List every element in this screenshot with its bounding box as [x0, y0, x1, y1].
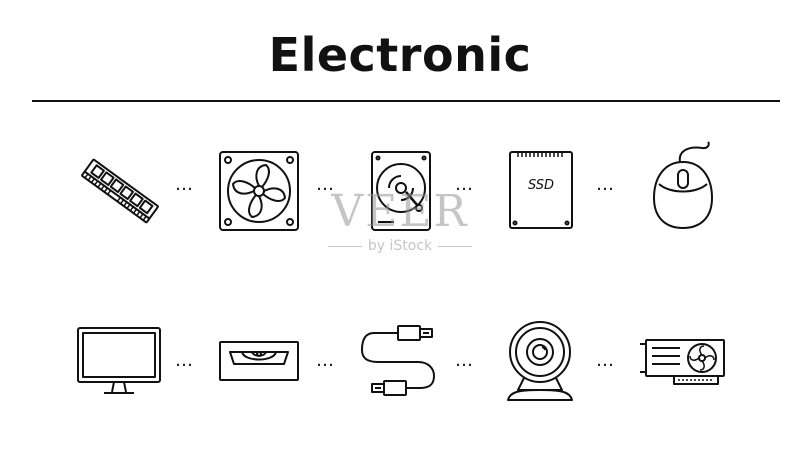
separator-dots: …: [596, 350, 617, 371]
separator-dots: …: [316, 174, 337, 195]
separator-dots: …: [175, 350, 196, 371]
watermark: VEER by iStock: [320, 190, 480, 254]
computer-mouse-icon: [653, 141, 713, 229]
optical-drive-icon: [219, 341, 299, 381]
watermark-credit: by iStock: [367, 238, 433, 254]
webcam-icon: [507, 321, 573, 401]
page-title: Electronic: [268, 28, 532, 82]
separator-dots: …: [596, 174, 617, 195]
cooling-fan-icon: [219, 151, 299, 231]
separator-dots: …: [316, 350, 337, 371]
ssd-label: SSD: [527, 178, 555, 193]
ram-module-icon: [81, 158, 159, 224]
graphics-card-icon: [640, 339, 725, 385]
separator-dots: …: [455, 174, 476, 195]
separator-dots: …: [175, 174, 196, 195]
title-divider: [32, 100, 780, 102]
ssd-icon: [509, 151, 573, 229]
separator-dots: …: [455, 350, 476, 371]
watermark-logo: VEER: [331, 186, 469, 237]
monitor-icon: [77, 327, 161, 394]
hard-disk-drive-icon: [371, 151, 431, 231]
usb-cable-icon: [361, 325, 435, 396]
